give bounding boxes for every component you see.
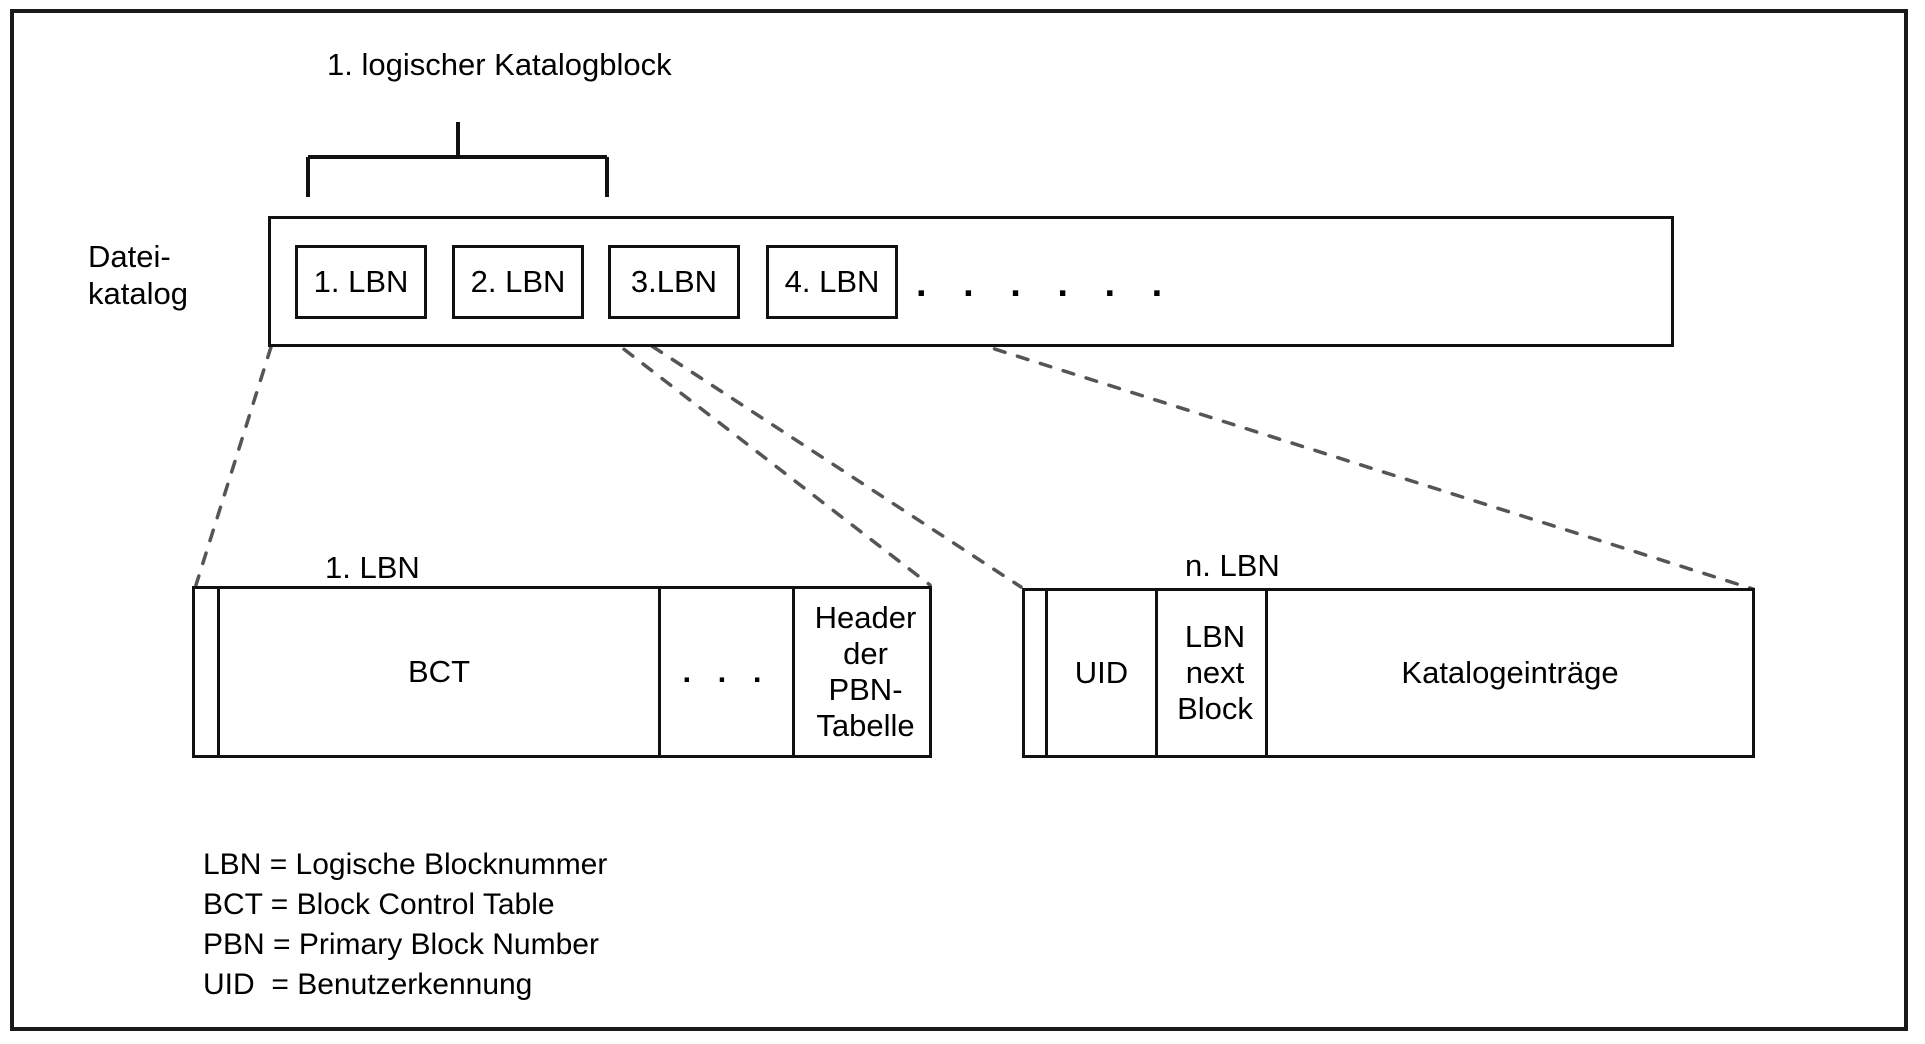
catalog-entry-4[interactable]: 4. LBN <box>766 245 898 319</box>
catalog-entry-2[interactable]: 2. LBN <box>452 245 584 319</box>
detail-left-cell-ellipsis: . . . <box>661 589 795 755</box>
detail-left-cell-pbn-header: Header der PBN- Tabelle <box>814 600 917 743</box>
legend-row-uid: UID = Benutzerkennung <box>203 967 533 1001</box>
detail-left-cell-bct: BCT <box>220 589 661 755</box>
detail-left-title: 1. LBN <box>325 550 420 585</box>
detail-right-cell-catalog-entries: Katalogeinträge <box>1401 655 1619 691</box>
legend-row-lbn: LBN = Logische Blocknummer <box>203 848 608 881</box>
catalog-entry-1[interactable]: 1. LBN <box>295 245 427 319</box>
legend: LBN = Logische Blocknummer BCT = Block C… <box>203 845 607 1005</box>
catalog-ellipsis: . . . . . . <box>916 263 1176 305</box>
detail-right-title: n. LBN <box>1185 548 1280 583</box>
legend-row-pbn: PBN = Primary Block Number <box>203 927 599 961</box>
detail-left-cell-spacer <box>195 589 220 755</box>
detail-right-block: UID LBN next Block Katalogeinträge <box>1022 588 1755 758</box>
detail-right-cell-spacer <box>1025 591 1048 755</box>
legend-row-bct: BCT = Block Control Table <box>203 887 555 921</box>
dateikatalog-label: Datei- katalog <box>88 239 188 311</box>
logical-block-title: 1. logischer Katalogblock <box>327 47 672 82</box>
detail-left-block: BCT . . . Header der PBN- Tabelle <box>192 586 932 758</box>
detail-right-cell-uid: UID <box>1048 591 1158 755</box>
detail-right-cell-lbn-next-block: LBN next Block <box>1158 591 1268 755</box>
catalog-entry-3[interactable]: 3.LBN <box>608 245 740 319</box>
